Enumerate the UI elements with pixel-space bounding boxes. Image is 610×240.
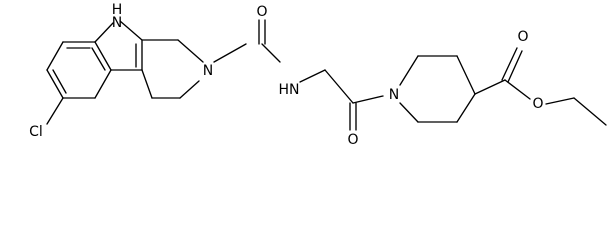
- atom-label-acyl-oxygen: O: [347, 132, 358, 148]
- atom-label-ester-ether-oxygen: O: [532, 96, 543, 112]
- atom-label-ring-nitrogen: N: [203, 63, 213, 79]
- atom-label-ester-carbonyl-oxygen: O: [517, 29, 528, 45]
- atom-label-indole-hydrogen: H: [112, 2, 123, 18]
- atom-label-indole-nitrogen: N: [112, 15, 122, 31]
- chemical-structure-diagram: H N N O HN O N O O Cl: [29, 2, 607, 148]
- atom-labels: H N N O HN O N O O Cl: [29, 2, 543, 148]
- atom-label-amide-nh: HN: [279, 82, 300, 98]
- atom-label-carbamoyl-oxygen: O: [256, 4, 267, 20]
- atom-label-piperidine-nitrogen: N: [389, 87, 399, 103]
- bond-lines: [46, 19, 607, 131]
- atom-label-chlorine: Cl: [29, 124, 43, 140]
